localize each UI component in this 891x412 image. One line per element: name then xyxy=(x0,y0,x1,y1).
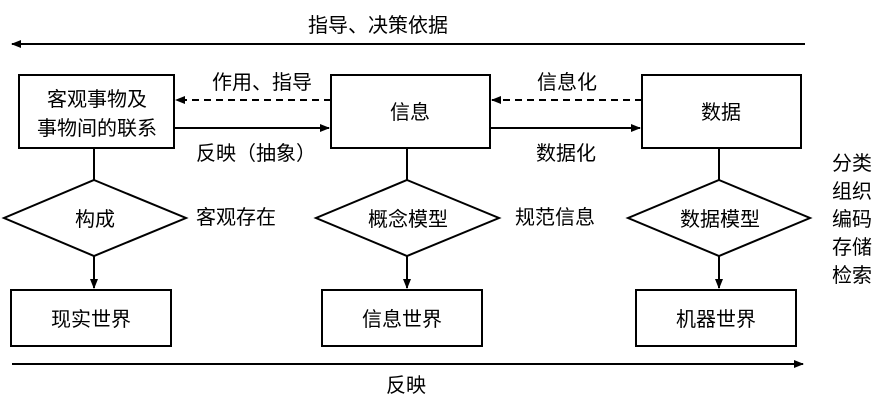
standardized-info-label: 规范信息 xyxy=(515,205,595,229)
side-operation-3: 编码 xyxy=(832,207,872,231)
top-arrow-label: 指导、决策依据 xyxy=(308,13,448,37)
information-box xyxy=(330,74,491,149)
informatization-label: 信息化 xyxy=(537,70,597,94)
information-box-label: 信息 xyxy=(390,100,430,124)
data-box-label: 数据 xyxy=(701,100,741,124)
reflect-abstract-label: 反映（抽象） xyxy=(196,141,316,165)
data-box xyxy=(641,74,802,149)
machine-world-box xyxy=(635,289,797,347)
composition-diamond-label: 构成 xyxy=(75,207,115,231)
objective-box-line-1: 客观事物及 xyxy=(47,87,147,111)
machine-world-label: 机器世界 xyxy=(676,307,756,331)
objective-box-line-2: 事物间的联系 xyxy=(37,116,157,140)
bottom-arrow-label: 反映 xyxy=(386,373,426,397)
side-operation-4: 存储 xyxy=(832,235,872,259)
information-world-box xyxy=(321,289,483,347)
side-operation-1: 分类 xyxy=(832,151,872,175)
information-world-label: 信息世界 xyxy=(362,307,442,331)
datafication-label: 数据化 xyxy=(536,141,596,165)
real-world-box xyxy=(10,289,172,347)
objective-existence-label: 客观存在 xyxy=(196,205,276,229)
objective-things-box xyxy=(18,74,175,149)
action-guidance-label: 作用、指导 xyxy=(212,70,312,94)
real-world-label: 现实世界 xyxy=(51,307,131,331)
side-operation-2: 组织 xyxy=(832,179,872,203)
side-operation-5: 检索 xyxy=(832,263,872,287)
concept-model-diamond-label: 概念模型 xyxy=(368,207,448,231)
data-model-diamond-label: 数据模型 xyxy=(680,207,760,231)
